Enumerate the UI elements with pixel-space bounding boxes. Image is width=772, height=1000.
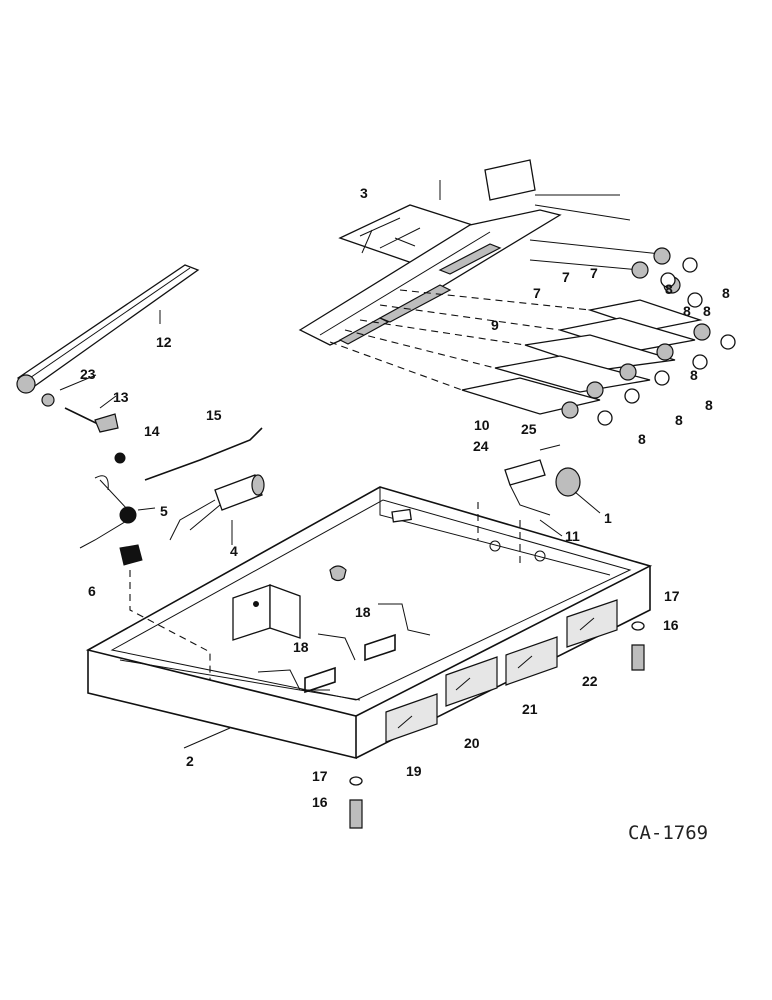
callout-16-a: 16 — [663, 617, 679, 633]
flasher-components — [79, 475, 143, 566]
center-bracket — [232, 565, 347, 641]
callout-15: 15 — [206, 407, 222, 423]
mounting-studs — [349, 621, 645, 829]
callout-11: 11 — [565, 528, 580, 544]
callout-8-a: 8 — [665, 281, 673, 297]
callout-8-d: 8 — [683, 303, 691, 319]
dashed-leader — [129, 570, 211, 680]
callout-25: 25 — [521, 421, 537, 437]
mounting-bar — [16, 264, 200, 464]
callout-9: 9 — [491, 317, 499, 333]
callout-8-f: 8 — [705, 397, 713, 413]
callout-8-h: 8 — [638, 431, 646, 447]
callout-16-b: 16 — [312, 794, 328, 810]
capacitor — [169, 474, 265, 541]
callout-7-c: 7 — [533, 285, 541, 301]
drawing-code: CA-1769 — [628, 822, 708, 844]
callout-20: 20 — [464, 735, 480, 751]
callout-8-b: 8 — [703, 303, 711, 319]
callout-1: 1 — [604, 510, 612, 526]
callout-7-a: 7 — [562, 269, 570, 285]
callout-7-b: 7 — [590, 265, 598, 281]
callout-17-a: 17 — [664, 588, 680, 604]
callout-2: 2 — [186, 753, 194, 769]
lens-windows — [385, 599, 618, 743]
mounting-clips — [257, 603, 431, 694]
callout-24: 24 — [473, 438, 489, 454]
leader-lines — [59, 229, 601, 749]
callout-17-b: 17 — [312, 768, 328, 784]
callout-23: 23 — [80, 366, 96, 382]
linkage-rod — [144, 427, 263, 481]
callout-13: 13 — [113, 389, 129, 405]
callout-8-e: 8 — [690, 367, 698, 383]
callout-19: 19 — [406, 763, 422, 779]
light-bar-assembly — [298, 159, 736, 426]
callout-labels: 1 2 3 4 5 6 7 7 7 8 8 8 8 8 8 8 8 9 10 1… — [80, 185, 730, 810]
callout-12: 12 — [156, 334, 172, 350]
callout-4: 4 — [230, 543, 238, 559]
callout-18-a: 18 — [355, 604, 371, 620]
callout-8-g: 8 — [675, 412, 683, 428]
switch-components — [477, 444, 581, 565]
callout-22: 22 — [582, 673, 598, 689]
callout-21: 21 — [522, 701, 538, 717]
callout-8-c: 8 — [722, 285, 730, 301]
callout-10: 10 — [474, 417, 490, 433]
callout-14: 14 — [144, 423, 160, 439]
callout-6: 6 — [88, 583, 96, 599]
callout-5: 5 — [160, 503, 168, 519]
callout-18-b: 18 — [293, 639, 309, 655]
callout-3: 3 — [360, 185, 368, 201]
panel-tray — [85, 486, 653, 760]
